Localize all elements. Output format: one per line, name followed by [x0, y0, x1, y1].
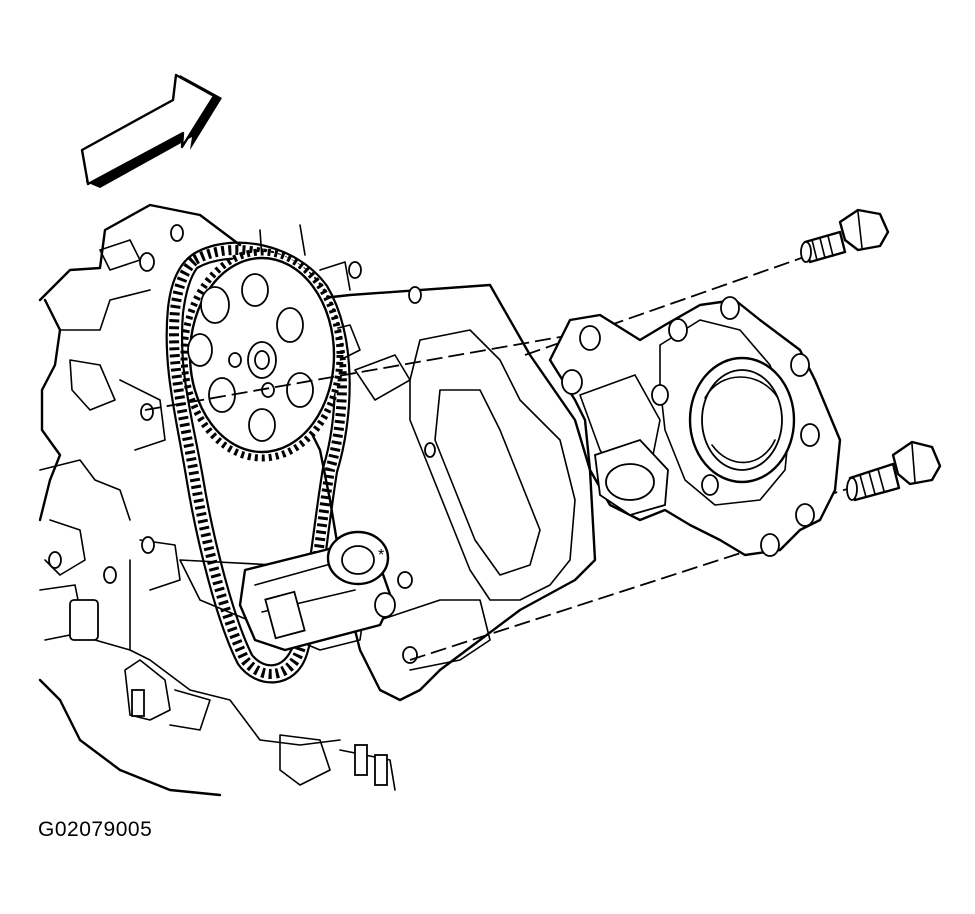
view-direction-arrow-icon [80, 73, 222, 188]
hex-bolt-icon-lower [846, 440, 942, 502]
figure-id-label: G02079005 [38, 818, 153, 841]
camshaft-sprocket-icon [180, 248, 344, 462]
engine-block [38, 203, 396, 797]
crankshaft-sprocket-icon: * [238, 530, 396, 652]
oil-pump-icon [548, 296, 842, 557]
svg-text:*: * [378, 547, 384, 564]
hex-bolt-icon [800, 208, 890, 264]
